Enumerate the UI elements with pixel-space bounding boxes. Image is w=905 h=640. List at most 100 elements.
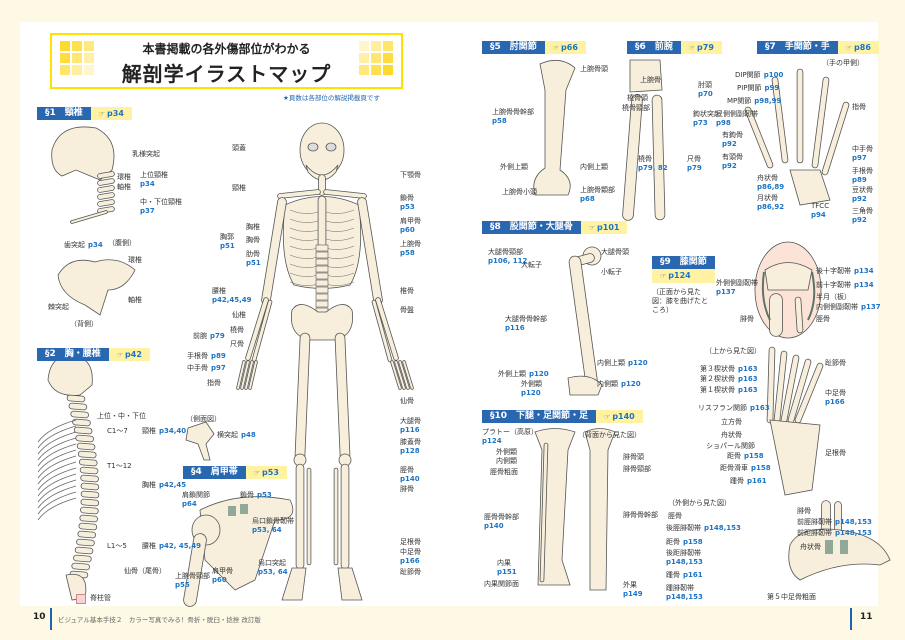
page-ref: p92	[722, 162, 737, 170]
label-text: 脛骨	[816, 315, 830, 323]
label-text: 立方骨	[721, 418, 742, 426]
label-text: 棘突起	[48, 303, 69, 311]
rib	[37, 431, 77, 455]
label-text: 指骨	[852, 103, 866, 111]
anatomy-label: C1〜7	[107, 427, 128, 436]
label-text: 舟状骨	[757, 174, 778, 182]
vertebra	[80, 467, 98, 474]
left-page-number: 10	[33, 612, 46, 622]
anatomy-label: （手の甲側）	[822, 59, 864, 68]
page-ref-link[interactable]: ☞p86	[837, 41, 879, 54]
page-ref-link[interactable]: ☞p42	[108, 348, 150, 361]
rib	[37, 485, 77, 509]
anatomy-label: L1〜5	[107, 542, 127, 551]
radius	[376, 298, 398, 360]
label-text: 腓骨頸部	[623, 465, 651, 473]
label-text: 肘頭	[698, 81, 712, 89]
page-ref: p48	[241, 431, 256, 439]
page-ref: p53	[400, 203, 415, 211]
page-ref: p34,40	[159, 427, 187, 435]
page-ref-link[interactable]: ☞p66	[544, 41, 586, 54]
page-title: 解剖学イラストマップ	[121, 62, 332, 86]
page-ref: p86,89	[757, 183, 785, 191]
anatomy-label: 椎骨	[400, 287, 414, 296]
anatomy-label: T1〜12	[107, 462, 132, 471]
section-title: §9 膝関節	[652, 256, 715, 269]
finger	[395, 361, 405, 389]
label-text: 有鉤骨	[722, 131, 743, 139]
page-ref: p148,153	[835, 518, 872, 526]
page-ref-link[interactable]: ☞p79	[680, 41, 722, 54]
metatarsal	[795, 363, 823, 423]
cervical-vertebra	[98, 186, 114, 192]
vertebra	[315, 279, 329, 287]
vertebra	[315, 293, 329, 301]
label-text: 胸椎	[246, 223, 260, 231]
label-text: 内側側副靭帯	[816, 303, 858, 311]
page-ref: p68	[580, 195, 595, 203]
label-text: 距骨滑車	[720, 464, 748, 472]
collateral-ligament	[807, 271, 816, 321]
label-text: 下顎骨	[400, 171, 421, 179]
page-ref-link[interactable]: ☞p124	[652, 269, 715, 283]
femur	[295, 333, 310, 460]
label-text: 踵骨	[730, 477, 744, 485]
page-ref-link[interactable]: ☞p140	[596, 410, 643, 423]
section-header-s8: §8 股関節・大腿骨☞p101	[482, 221, 628, 234]
section-header-s1: §1 頸椎☞p34	[37, 107, 132, 120]
cervical-vertebra	[98, 207, 114, 213]
label-text: 腰椎	[142, 542, 156, 550]
label-text: 上腕骨	[640, 76, 661, 84]
vertebra	[78, 531, 96, 538]
page-ref: p97	[211, 364, 226, 372]
anatomy-label: 下顎骨	[400, 171, 421, 180]
vertebra	[77, 443, 95, 450]
label-text: 上腕骨頸部	[175, 572, 210, 580]
finger-bones	[822, 102, 849, 175]
label-text: L1〜5	[107, 542, 127, 550]
finger	[249, 361, 257, 389]
label-text: DIP関節	[735, 71, 761, 79]
anatomy-label: 仙骨	[400, 397, 414, 406]
page-ref-link[interactable]: ☞p101	[580, 221, 628, 234]
anatomy-label: 骨盤	[400, 306, 414, 315]
scapula	[199, 496, 294, 591]
clavicle	[324, 190, 366, 198]
label-text: 三角骨	[852, 207, 873, 215]
anatomy-label: 舟状骨	[800, 543, 821, 552]
vertebra	[315, 300, 329, 308]
metatarsal	[788, 359, 811, 423]
finger	[237, 361, 245, 389]
label-text: 手根骨	[852, 167, 873, 175]
page-ref-link[interactable]: ☞p34	[90, 107, 132, 120]
page-ref: p148,153	[704, 524, 741, 532]
label-text: 脛骨骨幹部	[484, 513, 519, 521]
page-ref: p124	[668, 271, 691, 280]
page-ref: p79	[210, 332, 225, 340]
label-text: 軸椎	[117, 183, 131, 191]
page-ref: p137	[861, 303, 881, 311]
page-ref: p34	[88, 241, 103, 249]
label-text: ショパール関節	[706, 442, 755, 450]
label-text: （腹側）	[108, 239, 136, 247]
page-ref-link[interactable]: ☞p53	[245, 466, 287, 479]
label-text: 烏口鎖骨靭帯	[252, 517, 294, 525]
anatomy-label: 上腕骨頭	[580, 65, 608, 74]
skull-side-2	[47, 354, 93, 396]
anatomy-label: 趾節骨	[825, 359, 846, 368]
